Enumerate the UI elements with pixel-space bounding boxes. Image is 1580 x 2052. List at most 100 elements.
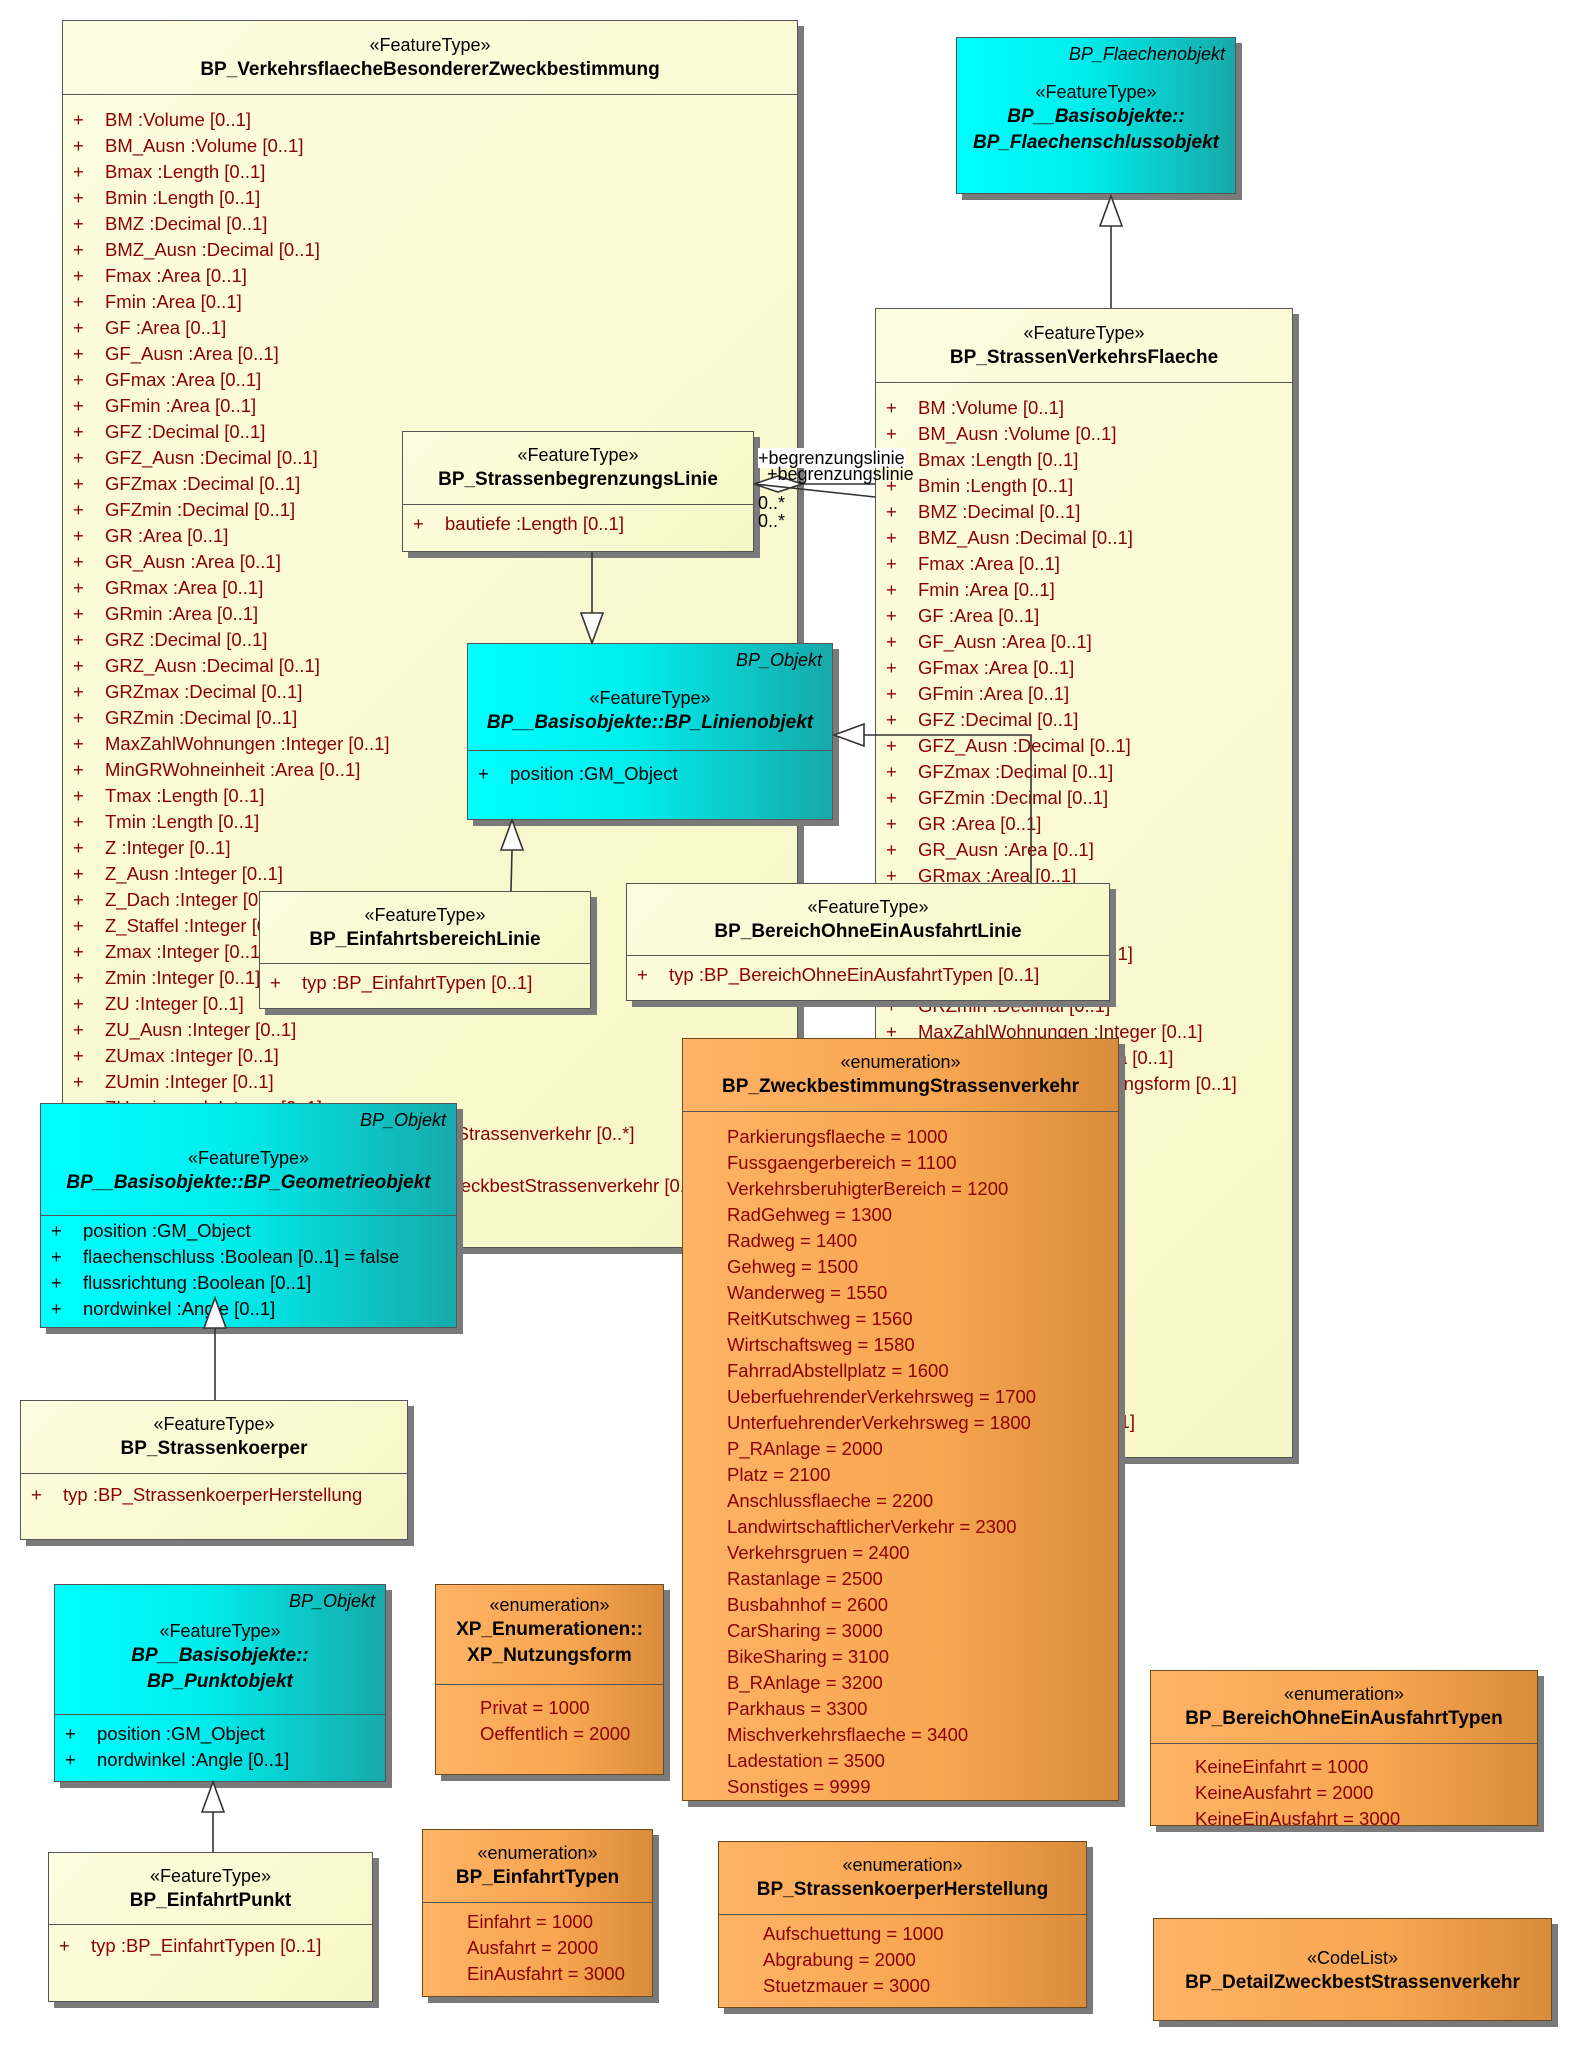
attribute-row: +GRZ_Ausn :Decimal [0..1] bbox=[63, 653, 797, 679]
attribute-text: Bmin :Length [0..1] bbox=[105, 187, 261, 208]
parent-label: BP_Objekt bbox=[359, 1110, 446, 1130]
attribute-row: +GRZ :Decimal [0..1] bbox=[63, 627, 797, 653]
enum-nutzungsform[interactable]: «enumeration» XP_Enumerationen:: XP_Nutz… bbox=[435, 1584, 664, 1775]
enum-bereichohneeinausfahrttypen[interactable]: «enumeration» BP_BereichOhneEinAusfahrtT… bbox=[1150, 1670, 1538, 1826]
attribute-text: ZUmax :Integer [0..1] bbox=[105, 1045, 279, 1066]
enum-literal: Ausfahrt = 2000 bbox=[467, 1937, 599, 1958]
parent-label: BP_Objekt bbox=[735, 650, 822, 670]
enum-zweckbestimmungstrassenverkehr[interactable]: «enumeration» BP_ZweckbestimmungStrassen… bbox=[682, 1038, 1119, 1801]
attribute-row: +Bmin :Length [0..1] bbox=[876, 473, 1292, 499]
class-einfahrtpunkt[interactable]: «FeatureType» BP_EinfahrtPunkt +typ :BP_… bbox=[48, 1852, 373, 2002]
attribute-text: BMZ :Decimal [0..1] bbox=[918, 501, 1081, 522]
class-name: BP_Strassenkoerper bbox=[120, 1438, 308, 1459]
visibility-marker: + bbox=[73, 941, 84, 962]
enum-literal: Stuetzmauer = 3000 bbox=[763, 1975, 931, 1996]
attribute-row: +Bmin :Length [0..1] bbox=[63, 185, 797, 211]
class-verkehrsflaeche[interactable]: «FeatureType» BP_VerkehrsflaecheBesonder… bbox=[62, 20, 798, 1248]
attribute-row: +BMZ_Ausn :Decimal [0..1] bbox=[63, 237, 797, 263]
visibility-marker: + bbox=[886, 683, 897, 704]
attribute-text: GFmax :Area [0..1] bbox=[105, 369, 262, 390]
visibility-marker: + bbox=[886, 605, 897, 626]
class-punktobjekt[interactable]: BP_Objekt «FeatureType» BP__Basisobjekte… bbox=[54, 1584, 386, 1782]
class-name-line1: BP__Basisobjekte:: bbox=[131, 1645, 309, 1666]
stereotype-label: «enumeration» bbox=[842, 1855, 963, 1875]
visibility-marker: + bbox=[886, 397, 897, 418]
attribute-row: +BMZ :Decimal [0..1] bbox=[876, 499, 1292, 525]
attribute-row: + ZUmax :Integer [0..1] bbox=[63, 1043, 797, 1069]
attribute-text: Zmin :Integer [0..1] bbox=[105, 967, 261, 988]
attribute-row: +GR_Ausn :Area [0..1] bbox=[876, 837, 1292, 863]
class-linienobjekt[interactable]: BP_Objekt «FeatureType» BP__Basisobjekte… bbox=[467, 643, 833, 820]
class-name: BP_ZweckbestimmungStrassenverkehr bbox=[722, 1076, 1079, 1097]
attribute-row: +GF_Ausn :Area [0..1] bbox=[876, 629, 1292, 655]
visibility-marker: + bbox=[478, 763, 489, 784]
class-name-line2: BP_Flaechenschlussobjekt bbox=[972, 132, 1220, 153]
attribute-row: +GF :Area [0..1] bbox=[63, 315, 797, 341]
enum-strassenkoerperherstellung[interactable]: «enumeration» BP_StrassenkoerperHerstell… bbox=[718, 1841, 1087, 2008]
stereotype-label: «FeatureType» bbox=[149, 1865, 272, 1886]
attribute-row: +typ :BP_EinfahrtTypen [0..1] bbox=[260, 970, 590, 996]
class-geometrieobjekt[interactable]: BP_Objekt «FeatureType» BP__Basisobjekte… bbox=[40, 1103, 457, 1328]
attribute-row: +BM :Volume [0..1] bbox=[63, 107, 797, 133]
visibility-marker: + bbox=[73, 551, 84, 572]
attribute-row: +typ :BP_EinfahrtTypen [0..1] bbox=[49, 1933, 372, 1959]
association-multiplicity-label: 0..* bbox=[758, 511, 786, 531]
attribute-text: nordwinkel :Angle [0..1] bbox=[97, 1749, 290, 1770]
attribute-row: +BM :Volume [0..1] bbox=[876, 395, 1292, 421]
visibility-marker: + bbox=[73, 1045, 84, 1066]
visibility-marker: + bbox=[413, 513, 424, 534]
class-name: BP_EinfahrtTypen bbox=[455, 1867, 620, 1888]
visibility-marker: + bbox=[73, 707, 84, 728]
class-header: «FeatureType» BP_StrassenbegrenzungsLini… bbox=[403, 432, 753, 505]
visibility-marker: + bbox=[886, 761, 897, 782]
attribute-text: BMZ_Ausn :Decimal [0..1] bbox=[105, 239, 320, 260]
enum-literal: Wirtschaftsweg = 1580 bbox=[727, 1334, 915, 1355]
attribute-text: BMZ :Decimal [0..1] bbox=[105, 213, 268, 234]
enum-literal: Oeffentlich = 2000 bbox=[480, 1723, 631, 1744]
attribute-text: ZU :Integer [0..1] bbox=[105, 993, 244, 1014]
attribute-text: GFmin :Area [0..1] bbox=[105, 395, 257, 416]
class-flaechenschlussobjekt[interactable]: BP_Flaechenobjekt «FeatureType» BP__Basi… bbox=[956, 37, 1236, 194]
attribute-text: BM :Volume [0..1] bbox=[105, 109, 252, 130]
class-strassenbegrenzungslinie[interactable]: «FeatureType» BP_StrassenbegrenzungsLini… bbox=[402, 431, 754, 552]
attribute-text: bautiefe :Length [0..1] bbox=[445, 513, 624, 534]
attribute-text: typ :BP_EinfahrtTypen [0..1] bbox=[302, 972, 533, 993]
class-bereichohneeinausfahrtlinie[interactable]: «FeatureType» BP_BereichOhneEinAusfahrtL… bbox=[626, 883, 1110, 1001]
attribute-row: +MaxZahlWohnungen :Integer [0..1] bbox=[876, 1019, 1292, 1045]
attribute-row: +Bmax :Length [0..1] bbox=[876, 447, 1292, 473]
attribute-row: +Z_Staffel :Integer [0..1] bbox=[63, 913, 797, 939]
visibility-marker: + bbox=[886, 423, 897, 444]
attribute-text: ZUmin :Integer [0..1] bbox=[105, 1071, 274, 1092]
association-role-label: +begrenzungslinie bbox=[758, 448, 905, 468]
visibility-marker: + bbox=[886, 527, 897, 548]
enum-einfahrttypen[interactable]: «enumeration» BP_EinfahrtTypen Einfahrt … bbox=[422, 1829, 653, 1997]
attribute-row: +GF :Area [0..1] bbox=[876, 603, 1292, 629]
attribute-text: Bmax :Length [0..1] bbox=[918, 449, 1079, 470]
stereotype-label: «FeatureType» bbox=[159, 1621, 281, 1641]
enum-literal: UeberfuehrenderVerkehrsweg = 1700 bbox=[727, 1386, 1037, 1407]
stereotype-label: «FeatureType» bbox=[1035, 82, 1157, 102]
attribute-text: Bmin :Length [0..1] bbox=[918, 475, 1074, 496]
visibility-marker: + bbox=[886, 553, 897, 574]
codelist-detailzweckbeststrassenverkehr[interactable]: «CodeList» BP_DetailZweckbestStrassenver… bbox=[1153, 1918, 1552, 2021]
attribute-text: GRZ_Ausn :Decimal [0..1] bbox=[105, 655, 320, 676]
attribute-text: BM_Ausn :Volume [0..1] bbox=[105, 135, 304, 156]
attribute-row: +Fmin :Area [0..1] bbox=[876, 577, 1292, 603]
attribute-row: +GR_Ausn :Area [0..1] bbox=[63, 549, 797, 575]
class-name: BP_DetailZweckbestStrassenverkehr bbox=[1185, 1971, 1520, 1993]
attribute-list: +typ :BP_BereichOhneEinAusfahrtTypen [0.… bbox=[627, 956, 1109, 988]
visibility-marker: + bbox=[73, 213, 84, 234]
enum-literal: EinAusfahrt = 3000 bbox=[467, 1963, 625, 1984]
attribute-row: +MaxZahlWohnungen :Integer [0..1] bbox=[63, 731, 797, 757]
class-header: «FeatureType» BP__Basisobjekte::BP_Geome… bbox=[41, 1104, 456, 1216]
generalization-arrowhead bbox=[200, 1779, 226, 1813]
class-name-line2: XP_Nutzungsform bbox=[467, 1645, 632, 1666]
visibility-marker: + bbox=[73, 421, 84, 442]
class-strassenkoerper[interactable]: «FeatureType» BP_Strassenkoerper +typ :B… bbox=[20, 1400, 408, 1540]
enum-literal: BikeSharing = 3100 bbox=[727, 1646, 889, 1667]
enum-literal: CarSharing = 3000 bbox=[727, 1620, 883, 1641]
class-einfahrtsbereichlinie[interactable]: «FeatureType» BP_EinfahrtsbereichLinie +… bbox=[259, 891, 591, 1009]
